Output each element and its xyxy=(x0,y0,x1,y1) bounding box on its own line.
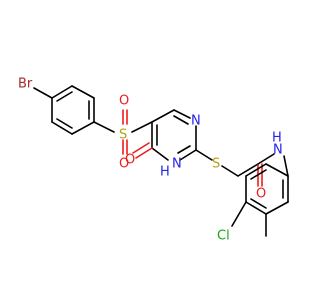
chlorophenyl-ring xyxy=(245,163,289,215)
bond xyxy=(195,149,213,161)
bond xyxy=(151,109,175,123)
bond xyxy=(173,109,191,119)
bond xyxy=(257,153,275,165)
ring-nitrogen-top-label: N xyxy=(191,114,201,129)
amide-oxygen-label: O xyxy=(256,187,266,202)
bond xyxy=(71,121,95,135)
pyrimidinone-ring xyxy=(151,109,197,161)
chlorine-label: Cl xyxy=(217,229,230,244)
sulfonyl-oxygen-top-label: O xyxy=(119,94,129,109)
bond xyxy=(93,121,115,133)
bond xyxy=(56,91,73,102)
bromophenyl-ring xyxy=(51,85,95,135)
bond xyxy=(51,85,73,99)
structure-svg: Br S O O N N H O S O N H Cl xyxy=(18,77,289,244)
bond xyxy=(132,142,150,154)
bond xyxy=(265,201,289,215)
molecule-diagram: Br S O O N N H O S O N H Cl xyxy=(18,77,289,244)
bond xyxy=(250,169,267,180)
bond xyxy=(131,121,153,133)
bond xyxy=(283,155,289,177)
ring-carbonyl-oxygen-label: O xyxy=(125,153,135,168)
bond xyxy=(177,145,191,154)
bond xyxy=(245,201,267,215)
bond xyxy=(237,163,259,177)
ring-nh-hydrogen-label: H xyxy=(160,165,170,180)
bond xyxy=(135,147,153,159)
amide-nitrogen-label: N xyxy=(273,143,283,158)
amide-nh-hydrogen-label: H xyxy=(272,131,282,146)
bond xyxy=(51,121,73,135)
bond xyxy=(33,87,53,99)
bond xyxy=(173,115,189,125)
bond xyxy=(221,165,239,177)
bond xyxy=(245,163,267,177)
bond xyxy=(56,118,73,129)
thioether-sulfur-label: S xyxy=(212,157,220,172)
bond xyxy=(265,163,289,177)
sulfonyl-oxygen-bottom-label: O xyxy=(119,157,129,172)
bond xyxy=(71,85,95,99)
bond xyxy=(151,147,169,161)
ring-nitrogen-label: N xyxy=(172,157,182,172)
bond xyxy=(250,198,267,209)
bromine-label: Br xyxy=(18,77,33,92)
sulfonyl-sulfur-label: S xyxy=(119,128,127,143)
bond xyxy=(179,149,197,161)
bond xyxy=(231,201,247,227)
